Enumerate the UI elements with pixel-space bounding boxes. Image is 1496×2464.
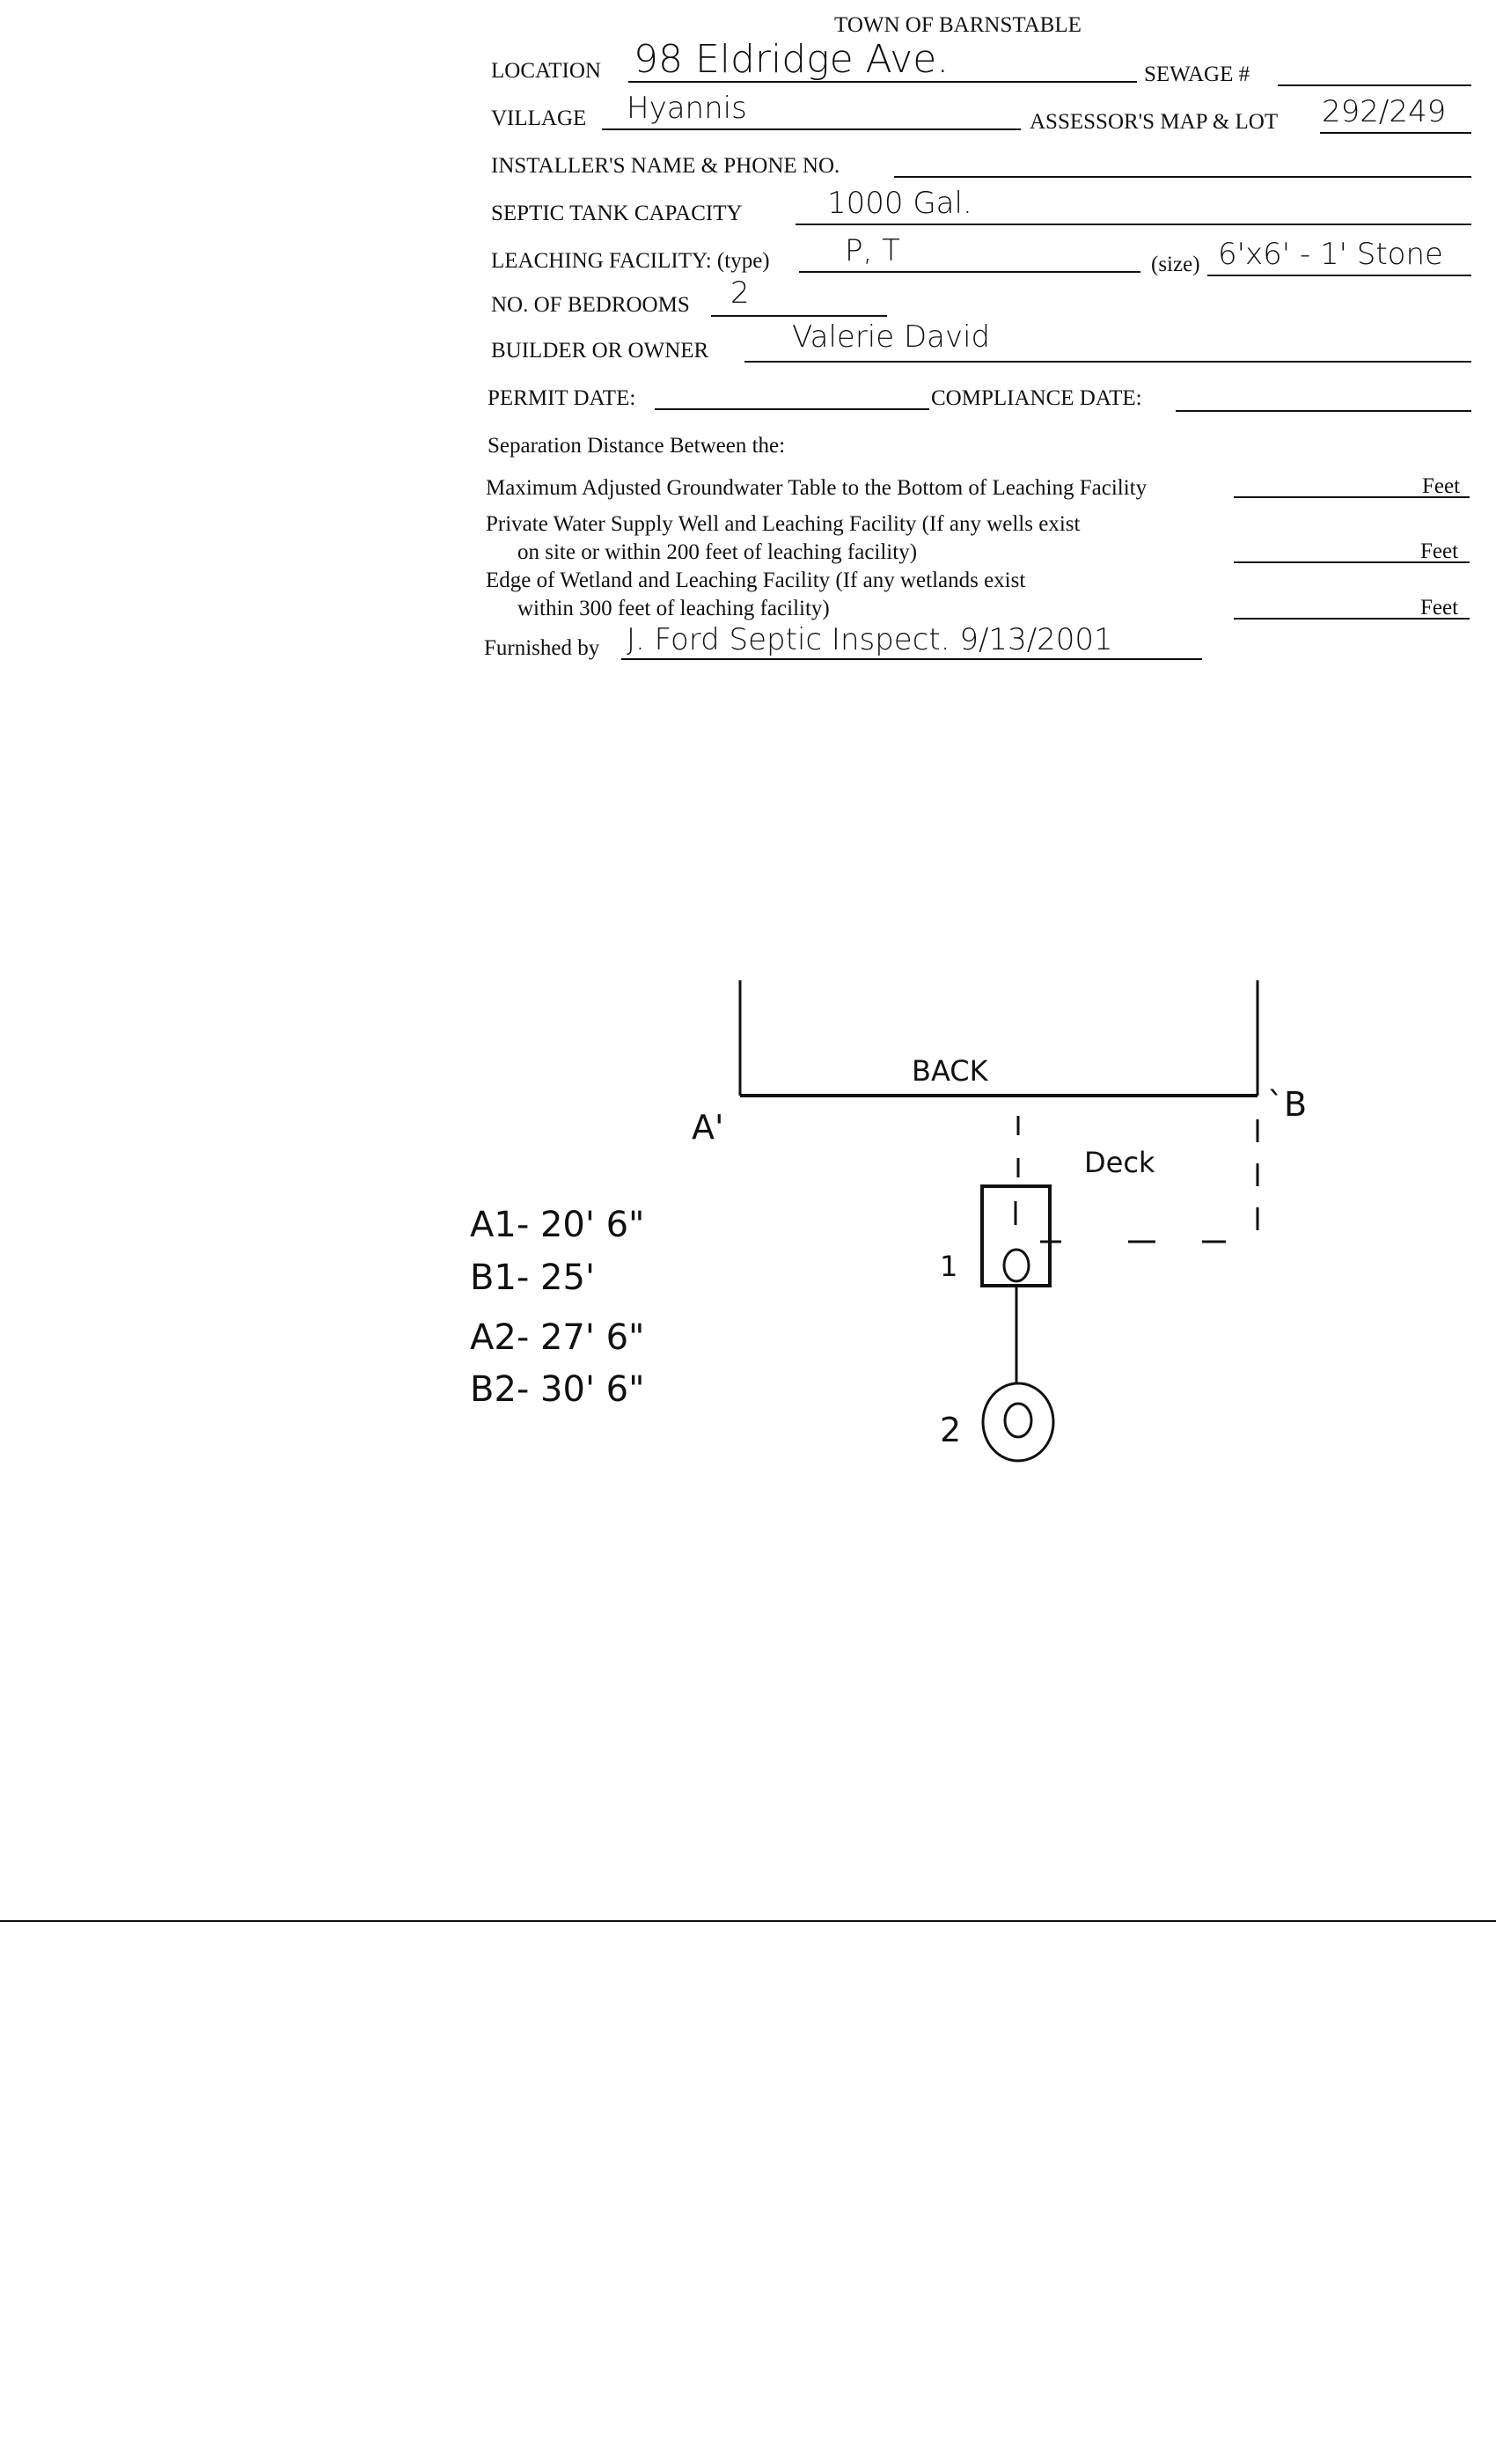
separation-wetland-line1: Edge of Wetland and Leaching Facility (I… [486, 568, 1026, 592]
tank-value[interactable]: 1000 Gal. [827, 186, 972, 221]
point-a-label: A' [692, 1108, 723, 1147]
separation-heading: Separation Distance Between the: [488, 434, 786, 458]
tank-line [796, 224, 1471, 225]
map-lot-line [1320, 132, 1471, 134]
compliance-date-label: COMPLIANCE DATE: [931, 386, 1142, 410]
point-b-label: `B [1267, 1085, 1307, 1124]
furnished-value[interactable]: J. Ford Septic Inspect. 9/13/2001 [627, 622, 1113, 657]
village-value[interactable]: Hyannis [627, 91, 747, 126]
village-line [602, 128, 1021, 130]
separation-well-line1: Private Water Supply Well and Leaching F… [486, 512, 1081, 536]
map-lot-label: ASSESSOR'S MAP & LOT [1030, 110, 1279, 134]
leaching-pit [981, 1382, 1055, 1463]
tank-label: SEPTIC TANK CAPACITY [491, 202, 743, 225]
tank-outlet-circle [1002, 1248, 1030, 1283]
village-label: VILLAGE [491, 106, 587, 130]
compliance-date-field[interactable] [1176, 410, 1471, 412]
bedrooms-line [711, 315, 887, 317]
location-label: LOCATION [491, 59, 601, 83]
permit-date-field[interactable] [655, 408, 929, 410]
measurement-a1: A1- 20' 6" [470, 1205, 644, 1245]
bedrooms-value[interactable]: 2 [730, 275, 750, 311]
measurement-a2: A2- 27' 6" [470, 1317, 644, 1358]
installer-label: INSTALLER'S NAME & PHONE NO. [491, 154, 840, 178]
measurement-b1: B1- 25' [470, 1258, 595, 1298]
feet-label: Feet [1420, 596, 1459, 620]
owner-value[interactable]: Valerie David [792, 319, 991, 355]
sewage-label: SEWAGE # [1144, 62, 1250, 86]
leaching-label: LEACHING FACILITY: (type) [491, 249, 770, 273]
septic-tank [980, 1184, 1052, 1287]
bedrooms-label: NO. OF BEDROOMS [491, 293, 690, 317]
location-value[interactable]: 98 Eldridge Ave. [634, 37, 950, 82]
location-line [628, 81, 1137, 83]
feet-label: Feet [1420, 539, 1459, 563]
feet-label: Feet [1422, 474, 1461, 498]
deck-label: Deck [1084, 1146, 1155, 1179]
size-line [1207, 275, 1471, 276]
leaching-line [799, 271, 1140, 273]
form-title: TOWN OF BARNSTABLE [834, 13, 1082, 37]
leaching-type-value[interactable]: P, T [845, 233, 900, 268]
permit-date-label: PERMIT DATE: [488, 386, 636, 410]
separation-groundwater: Maximum Adjusted Groundwater Table to th… [486, 476, 1148, 500]
owner-line [744, 361, 1471, 363]
furnished-label: Furnished by [484, 636, 600, 660]
size-label: (size) [1151, 253, 1200, 276]
size-value[interactable]: 6'x6' - 1' Stone [1218, 237, 1443, 272]
pit-number: 2 [940, 1411, 961, 1449]
map-lot-value[interactable]: 292/249 [1322, 94, 1447, 129]
furnished-line [621, 658, 1202, 660]
wetland-feet-field[interactable] [1234, 618, 1470, 620]
installer-field[interactable] [894, 176, 1471, 178]
groundwater-feet-field[interactable] [1234, 496, 1470, 498]
tank-number: 1 [940, 1250, 957, 1283]
well-feet-field[interactable] [1234, 561, 1470, 563]
owner-label: BUILDER OR OWNER [491, 339, 709, 363]
separation-well-line2: on site or within 200 feet of leaching f… [517, 540, 918, 564]
back-label: BACK [912, 1054, 989, 1088]
leaching-pit-inner [1003, 1402, 1033, 1439]
sewage-field[interactable] [1278, 84, 1471, 86]
separation-wetland-line2: within 300 feet of leaching facility) [517, 597, 830, 620]
measurement-b2: B2- 30' 6" [470, 1369, 645, 1410]
